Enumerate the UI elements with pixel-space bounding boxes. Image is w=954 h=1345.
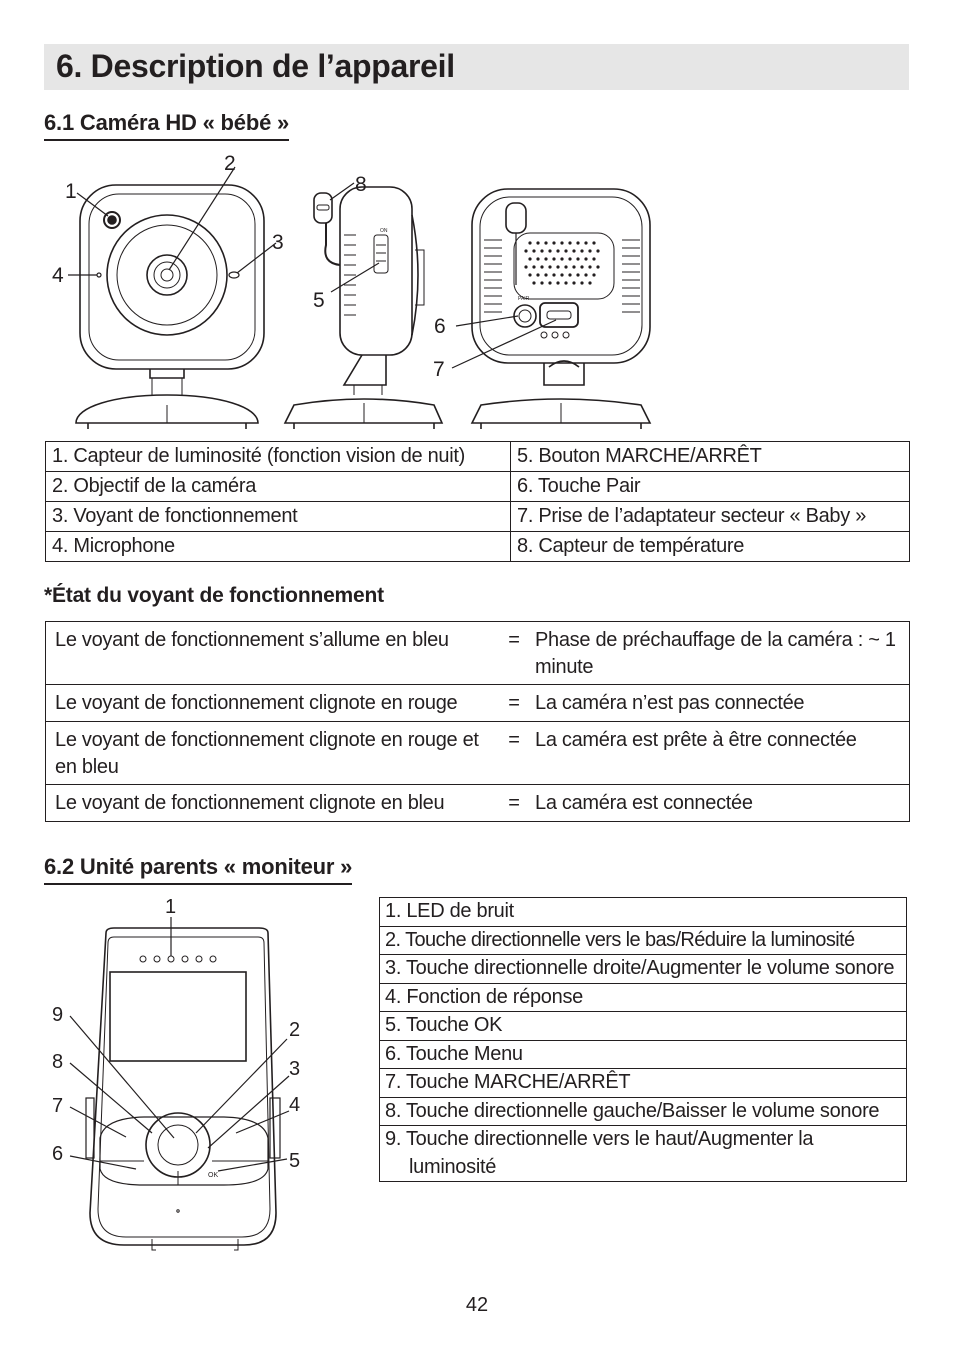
- camera-callout: 5: [313, 289, 325, 312]
- status-state: Le voyant de fonctionnement clignote en …: [55, 792, 445, 814]
- status-meaning: La caméra est prête à être connectée: [535, 729, 857, 751]
- status-equals: =: [508, 792, 520, 814]
- camera-section-heading: 6.1 Caméra HD « bébé »: [44, 110, 289, 141]
- table-row: 3. Voyant de fonctionnement 7. Prise de …: [45, 501, 910, 532]
- camera-callout: 7: [433, 358, 445, 381]
- monitor-callout: 5: [289, 1150, 300, 1172]
- table-row: 4. Fonction de réponse: [379, 982, 907, 1012]
- monitor-section-heading: 6.2 Unité parents « moniteur »: [44, 854, 352, 885]
- table-row: Le voyant de fonctionnement clignote en …: [45, 684, 910, 722]
- monitor-legend-table: 1. LED de bruit 2. Touche directionnelle…: [379, 897, 907, 1182]
- status-equals: =: [508, 629, 520, 651]
- legend-item: 4. Fonction de réponse: [385, 985, 583, 1008]
- monitor-callout: 2: [289, 1019, 300, 1041]
- table-row: 1. Capteur de luminosité (fonction visio…: [45, 441, 910, 472]
- status-section-heading: *État du voyant de fonctionnement: [44, 584, 384, 607]
- table-row: 5. Touche OK: [379, 1011, 907, 1041]
- status-meaning: Phase de préchauffage de la caméra : ~ 1…: [535, 629, 896, 678]
- table-row: 7. Touche MARCHE/ARRÊT: [379, 1068, 907, 1098]
- legend-item: 8. Touche directionnelle gauche/Baisser …: [385, 1099, 880, 1122]
- monitor-callout: 3: [289, 1058, 300, 1080]
- monitor-callout: 4: [289, 1094, 300, 1116]
- monitor-callout: 9: [52, 1004, 63, 1026]
- camera-callout: 3: [272, 231, 284, 254]
- monitor-callout: 6: [52, 1143, 63, 1165]
- legend-item: 7. Touche MARCHE/ARRÊT: [385, 1071, 631, 1093]
- monitor-callout: 1: [165, 896, 176, 918]
- table-row: Le voyant de fonctionnement clignote en …: [45, 721, 910, 785]
- camera-callout: 4: [52, 264, 64, 287]
- table-row: 4. Microphone 8. Capteur de température: [45, 531, 910, 562]
- page-title: 6. Description de l’appareil: [56, 48, 455, 84]
- table-row: 8. Touche directionnelle gauche/Baisser …: [379, 1096, 907, 1126]
- on-label: ON: [380, 228, 388, 234]
- camera-callout: 2: [224, 152, 236, 175]
- table-row: 1. LED de bruit: [379, 897, 907, 927]
- status-equals: =: [508, 692, 520, 714]
- monitor-callout: 8: [52, 1051, 63, 1073]
- speaker-grille: [524, 241, 600, 285]
- legend-cell: 2. Objectif de la caméra: [45, 471, 511, 502]
- status-state: Le voyant de fonctionnement s’allume en …: [55, 629, 449, 651]
- table-row: Le voyant de fonctionnement s’allume en …: [45, 621, 910, 685]
- status-equals: =: [508, 729, 520, 751]
- legend-item: 2. Touche directionnelle vers le bas/Réd…: [385, 928, 855, 951]
- legend-item: 1. LED de bruit: [385, 900, 514, 922]
- legend-item: 3. Touche directionnelle droite/Augmente…: [385, 957, 895, 979]
- camera-callout: 6: [434, 315, 446, 338]
- status-table: Le voyant de fonctionnement s’allume en …: [45, 621, 910, 822]
- camera-side-view: [283, 186, 444, 429]
- title-bar: [44, 44, 909, 90]
- legend-cell: 3. Voyant de fonctionnement: [45, 501, 511, 532]
- status-state: Le voyant de fonctionnement clignote en …: [55, 692, 458, 714]
- page-number: 42: [465, 1294, 489, 1316]
- monitor-diagram: OK 1 2 3 4 5 6 7 8 9: [52, 896, 300, 1251]
- status-state: Le voyant de fonctionnement clignote en …: [55, 729, 479, 778]
- pair-label: PAIR: [518, 296, 530, 302]
- table-row: 2. Objectif de la caméra 6. Touche Pair: [45, 471, 910, 502]
- camera-legend-table: 1. Capteur de luminosité (fonction visio…: [45, 441, 910, 562]
- status-meaning: La caméra n’est pas connectée: [535, 692, 805, 714]
- legend-cell: 8. Capteur de température: [510, 531, 910, 562]
- camera-back-view: [470, 188, 652, 429]
- table-row: 3. Touche directionnelle droite/Augmente…: [379, 954, 907, 984]
- monitor-callout: 7: [52, 1095, 63, 1117]
- table-row: 9. Touche directionnelle vers le haut/Au…: [379, 1125, 907, 1182]
- table-row: 6. Touche Menu: [379, 1039, 907, 1069]
- legend-cell: 5. Bouton MARCHE/ARRÊT: [510, 441, 910, 472]
- legend-item: 6. Touche Menu: [385, 1042, 523, 1065]
- legend-item: 9. Touche directionnelle vers le haut/Au…: [385, 1128, 814, 1178]
- table-row: Le voyant de fonctionnement clignote en …: [45, 784, 910, 822]
- camera-callout: 1: [65, 180, 77, 203]
- legend-cell: 6. Touche Pair: [510, 471, 910, 502]
- ok-label: OK: [208, 1172, 218, 1179]
- camera-front-view: [75, 184, 265, 429]
- legend-cell: 4. Microphone: [45, 531, 511, 562]
- camera-diagram: ON PAIR 1 2 3 4 5 6 7 8: [52, 152, 652, 429]
- status-meaning: La caméra est connectée: [535, 792, 753, 814]
- camera-callout: 8: [355, 173, 367, 196]
- legend-item: 5. Touche OK: [385, 1014, 503, 1036]
- table-row: 2. Touche directionnelle vers le bas/Réd…: [379, 925, 907, 955]
- legend-cell: 1. Capteur de luminosité (fonction visio…: [45, 441, 511, 472]
- legend-cell: 7. Prise de l’adaptateur secteur « Baby …: [510, 501, 910, 532]
